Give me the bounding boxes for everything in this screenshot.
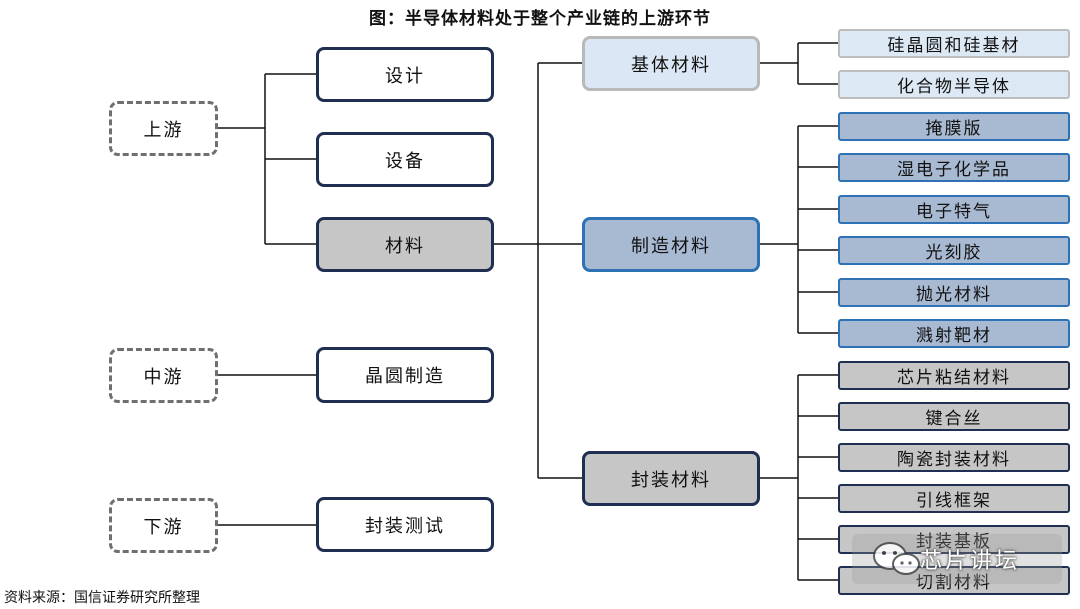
stage-downstream: 下游 — [109, 498, 218, 553]
node-packaging-test: 封装测试 — [316, 497, 494, 552]
category-manufacturing-materials: 制造材料 — [582, 217, 760, 272]
leaf-specialty-gases: 电子特气 — [838, 195, 1070, 224]
leaf-lead-frame: 引线框架 — [838, 484, 1070, 513]
leaf-photomask: 掩膜版 — [838, 112, 1070, 141]
wechat-icon — [873, 542, 920, 575]
leaf-photoresist: 光刻胶 — [838, 236, 1070, 265]
leaf-ceramic-packaging: 陶瓷封装材料 — [838, 443, 1070, 472]
node-design: 设计 — [316, 47, 494, 102]
node-wafer-fab: 晶圆制造 — [316, 347, 494, 403]
leaf-sputtering-targets: 溅射靶材 — [838, 319, 1070, 348]
diagram-title: 图：半导体材料处于整个产业链的上游环节 — [369, 9, 711, 29]
leaf-dicing-materials: 切割材料 — [838, 566, 1070, 595]
leaf-bonding-wire: 键合丝 — [838, 402, 1070, 431]
stage-midstream: 中游 — [109, 348, 218, 403]
node-equipment: 设备 — [316, 132, 494, 187]
category-packaging-materials: 封装材料 — [582, 451, 760, 506]
watermark-text: 芯片讲坛 — [920, 549, 1021, 574]
leaf-polishing-materials: 抛光材料 — [838, 278, 1070, 307]
watermark-overlay — [852, 534, 1062, 584]
leaf-compound-semiconductor: 化合物半导体 — [838, 70, 1070, 99]
source-note: 资料来源：国信证券研究所整理 — [4, 590, 200, 606]
leaf-silicon-wafer: 硅晶圆和硅基材 — [838, 29, 1070, 58]
leaf-wet-chemicals: 湿电子化学品 — [838, 153, 1070, 182]
node-materials: 材料 — [316, 217, 494, 272]
stage-upstream: 上游 — [109, 101, 218, 156]
category-substrate-materials: 基体材料 — [582, 36, 760, 91]
leaf-die-attach: 芯片粘结材料 — [838, 361, 1070, 390]
